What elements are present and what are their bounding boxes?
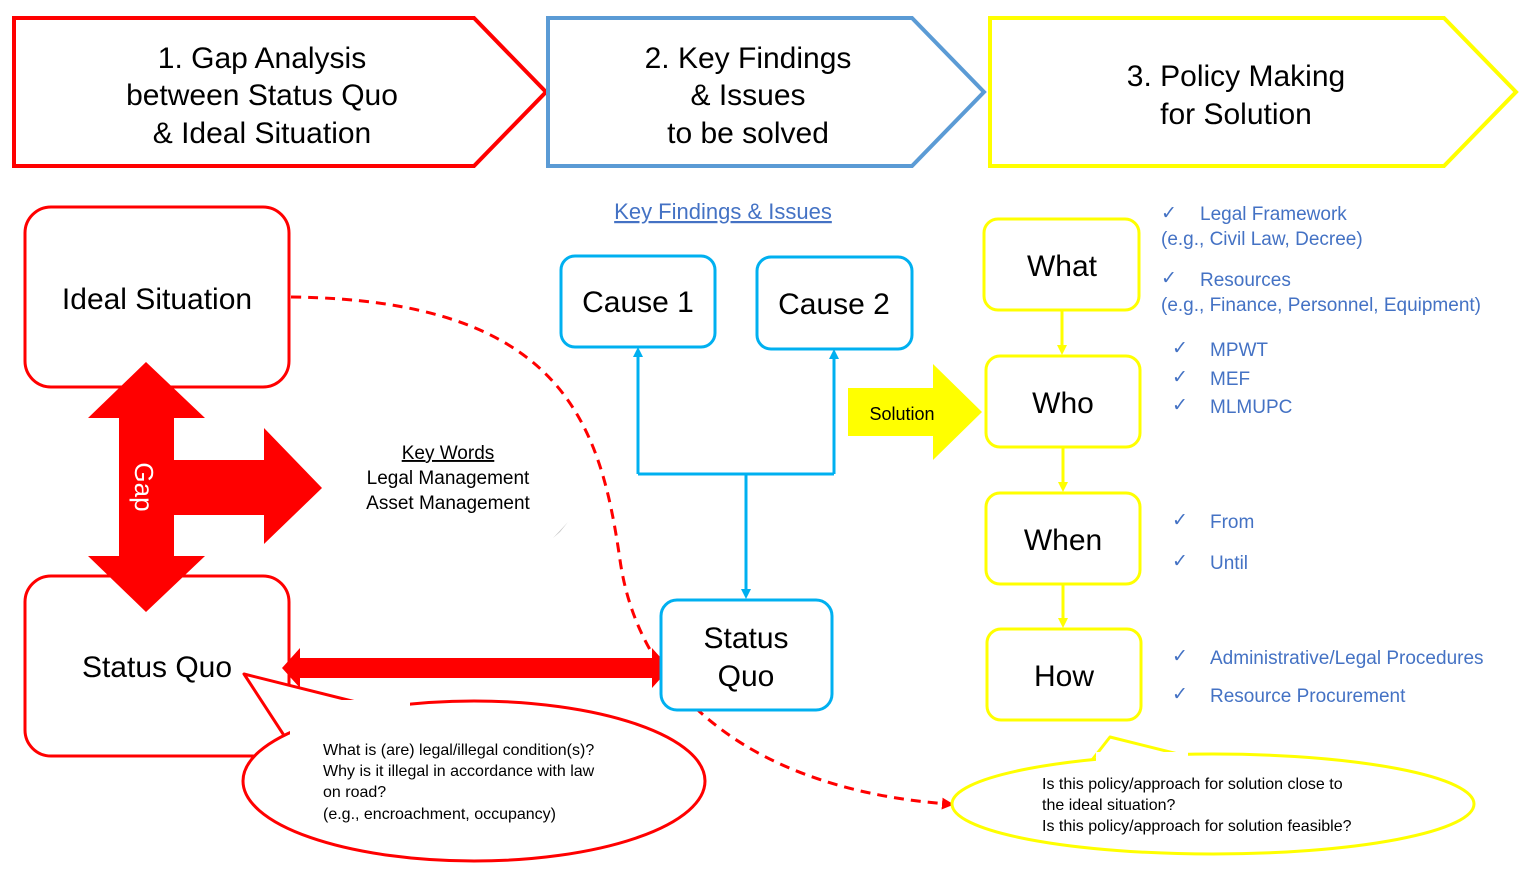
header-2-line-1: 2. Key Findings: [645, 42, 852, 75]
when-check-2: ✓: [1172, 551, 1188, 572]
key-findings-title: Key Findings & Issues: [614, 199, 832, 224]
when-item-1: From: [1210, 512, 1254, 533]
who-check-3: ✓: [1172, 395, 1188, 416]
yellow-callout-joint: [1096, 752, 1188, 766]
yellow-callout-line-2: the ideal situation?: [1042, 797, 1176, 814]
gap-label: Gap: [129, 462, 159, 511]
how-check-2: ✓: [1172, 684, 1188, 705]
what-item-2-label: Resources: [1200, 270, 1291, 291]
red-callout-line-4: (e.g., encroachment, occupancy): [323, 806, 556, 823]
what-box: [982, 217, 1141, 312]
yellow-callout-bubble: [950, 752, 1476, 856]
ideal-situation-label: Ideal Situation: [62, 283, 252, 316]
header-3-line-1: 3. Policy Making: [1127, 60, 1345, 93]
header-1-line-3: & Ideal Situation: [153, 117, 371, 150]
how-item-1: Administrative/Legal Procedures: [1210, 648, 1484, 669]
who-list: ✓ MPWT ✓ MEF ✓ MLMUPC: [1172, 338, 1292, 418]
status-quo-label: Status Quo: [82, 651, 232, 684]
how-item-2: Resource Procurement: [1210, 686, 1406, 707]
when-label: When: [1024, 524, 1102, 557]
who-item-1: MPWT: [1210, 340, 1268, 361]
who-item-2: MEF: [1210, 369, 1250, 390]
who-check-2: ✓: [1172, 367, 1188, 388]
red-callout-line-2: Why is it illegal in accordance with law: [323, 763, 595, 780]
how-label: How: [1034, 660, 1094, 693]
who-label: Who: [1032, 387, 1094, 420]
header-gap-analysis: 1. Gap Analysis between Status Quo & Ide…: [12, 16, 549, 168]
red-callout-line-3: on road?: [323, 784, 386, 801]
when-list: ✓ From ✓ Until: [1172, 510, 1254, 574]
ideal-to-solution-dashed-arrow: [290, 295, 954, 810]
when-item-2: Until: [1210, 553, 1248, 574]
small-triangle-mark: [553, 522, 568, 538]
what-item-2-check: ✓: [1161, 268, 1177, 289]
status-quo-double-arrow: [282, 648, 670, 688]
what-item-1-check: ✓: [1161, 203, 1177, 224]
cause-2-label: Cause 2: [778, 288, 890, 321]
status-quo-finding-line-1: Status: [703, 622, 788, 655]
red-callout-line-1: What is (are) legal/illegal condition(s)…: [323, 742, 594, 759]
status-quo-finding-line-2: Quo: [718, 660, 775, 693]
findings-connectors: [633, 347, 839, 599]
who-item-3: MLMUPC: [1210, 397, 1292, 418]
yellow-callout-line-1: Is this policy/approach for solution clo…: [1042, 776, 1343, 793]
what-item-1-sub: (e.g., Civil Law, Decree): [1161, 229, 1363, 250]
solution-label: Solution: [869, 404, 934, 424]
keywords-title: Key Words: [402, 443, 495, 464]
keyword-1: Legal Management: [367, 468, 530, 489]
header-1-line-1: 1. Gap Analysis: [158, 42, 366, 75]
how-box: [985, 627, 1143, 722]
when-box: [984, 491, 1142, 586]
who-box: [984, 354, 1142, 449]
keyword-2: Asset Management: [366, 493, 530, 514]
header-policy-making: 3. Policy Making for Solution: [988, 16, 1519, 168]
header-2-line-3: to be solved: [667, 117, 829, 150]
what-item-1-label: Legal Framework: [1200, 204, 1347, 225]
gap-arrow: [88, 362, 322, 612]
header-3-line-2: for Solution: [1160, 98, 1312, 131]
red-callout-bubble: [241, 699, 707, 863]
yellow-callout-line-3: Is this policy/approach for solution fea…: [1042, 818, 1352, 835]
solution-arrow: [848, 364, 982, 460]
what-label: What: [1027, 250, 1098, 283]
header-1-line-2: between Status Quo: [126, 79, 398, 112]
how-check-1: ✓: [1172, 646, 1188, 667]
what-item-2-sub: (e.g., Finance, Personnel, Equipment): [1161, 295, 1481, 316]
header-key-findings: 2. Key Findings & Issues to be solved: [546, 16, 987, 168]
how-list: ✓ Administrative/Legal Procedures ✓ Reso…: [1172, 646, 1484, 707]
header-2-line-2: & Issues: [690, 79, 805, 112]
when-check-1: ✓: [1172, 510, 1188, 531]
red-callout-joint: [290, 700, 410, 736]
who-check-1: ✓: [1172, 338, 1188, 359]
status-quo-finding-box: [659, 598, 834, 712]
cause-1-label: Cause 1: [582, 286, 694, 319]
policy-connectors: [1057, 311, 1068, 628]
